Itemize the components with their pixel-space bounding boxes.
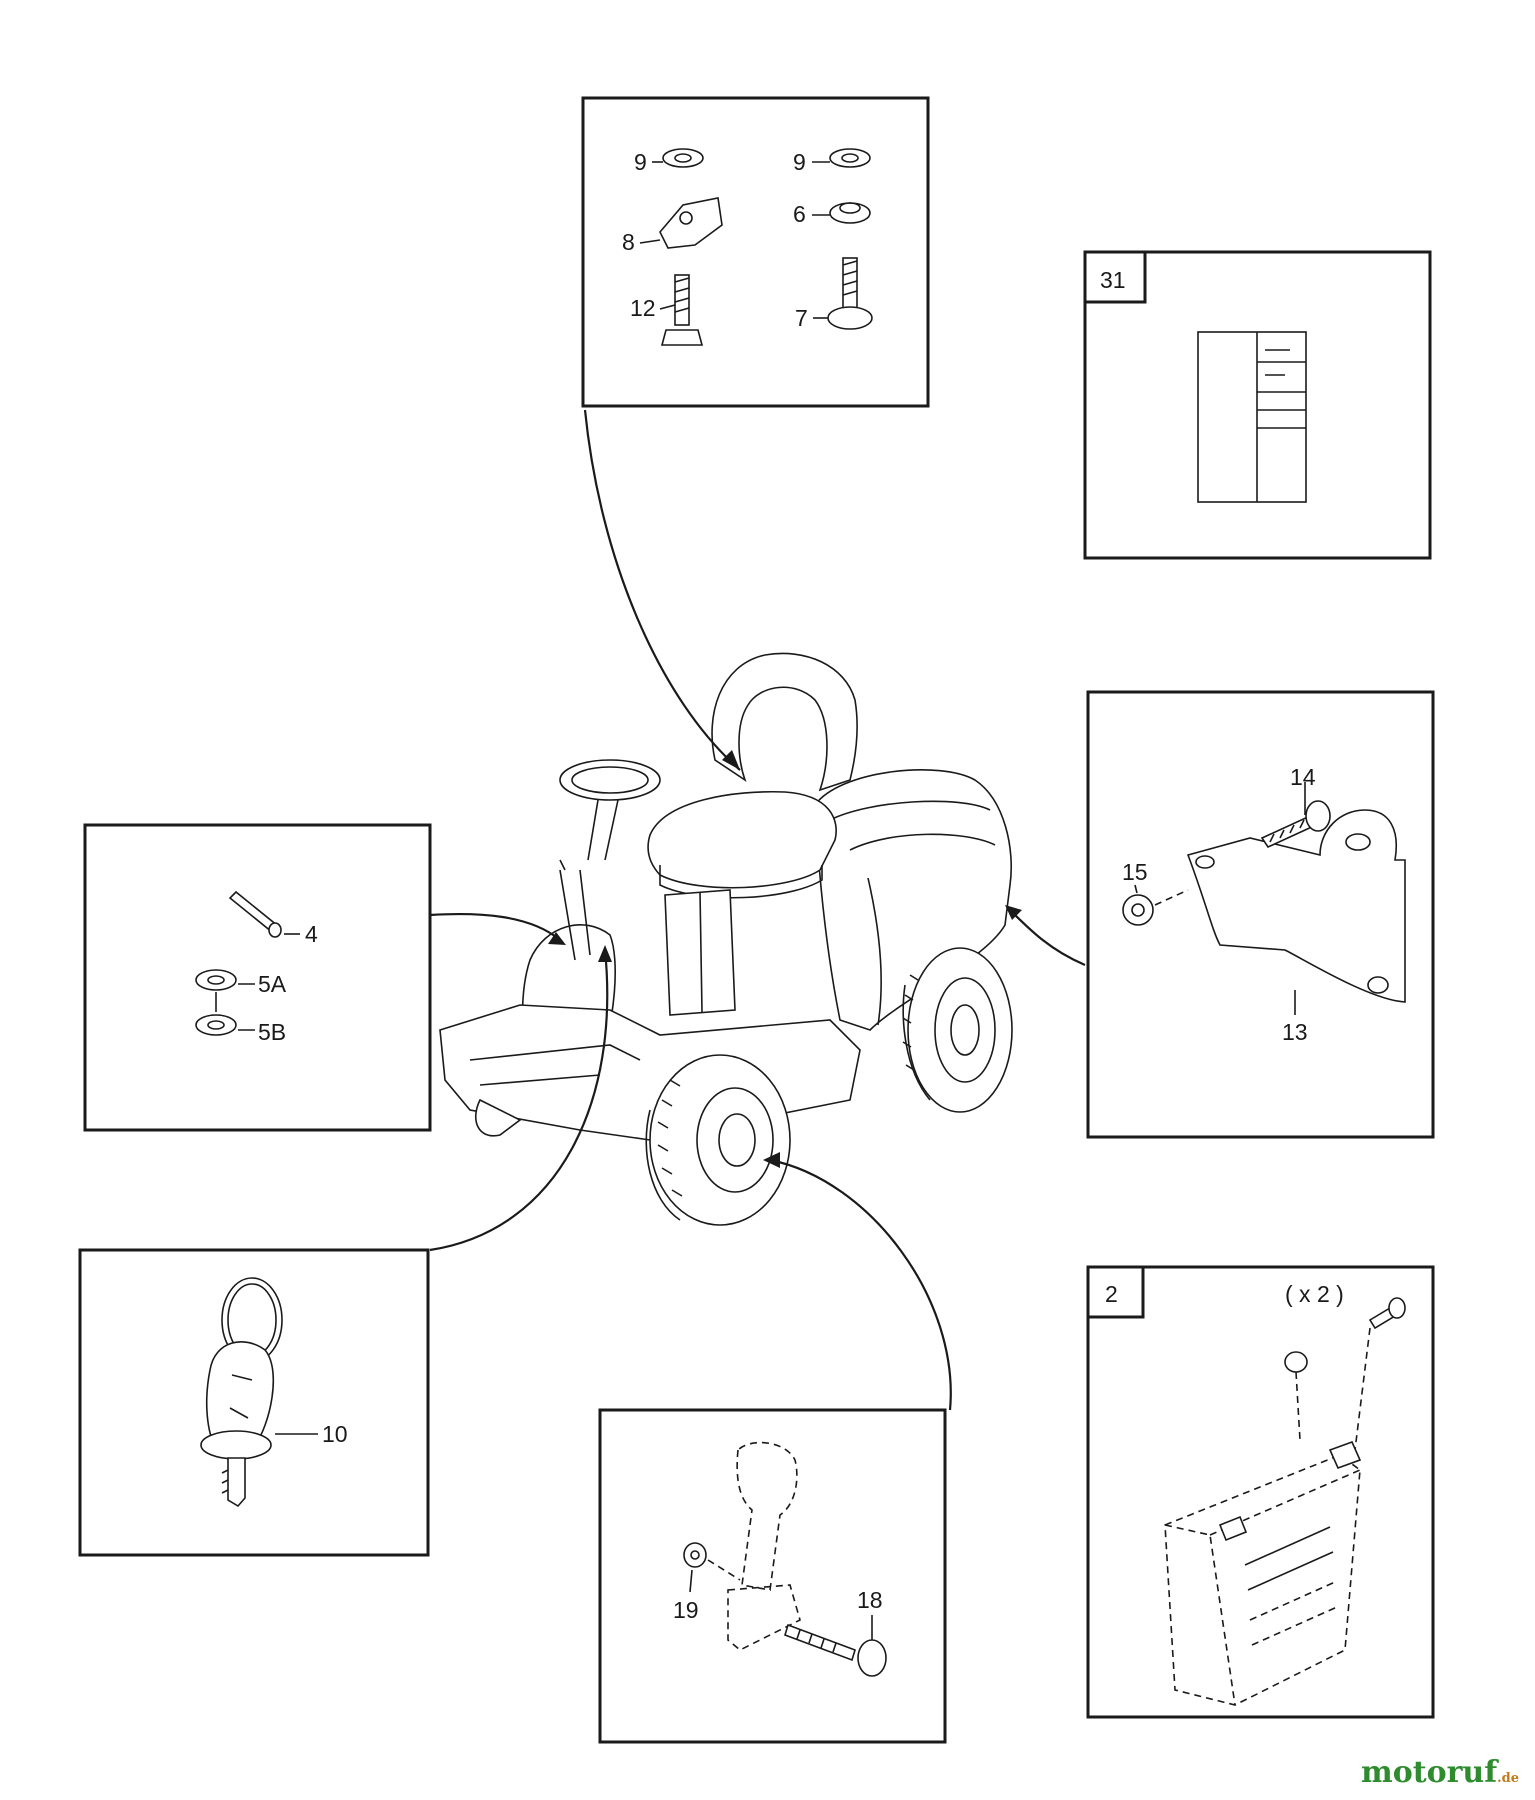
washer-5B [195,1014,237,1036]
panel-bracket: 14 15 13 [1086,690,1435,1139]
leader-keys [429,912,561,941]
battery-nut [1284,1351,1308,1373]
label-part: 15 [1122,859,1148,885]
label-part: 5B [258,1019,286,1045]
pedal-arm [736,1441,798,1591]
panel-2-battery: 2 ( x 2 ) [1086,1265,1435,1719]
label-part: 12 [630,295,656,321]
arrowhead-pedal [763,1152,780,1168]
panel-fasteners-frame [581,96,930,408]
panel-31-number: 31 [1100,267,1126,293]
leader-top [583,409,741,771]
leader-key [429,949,609,1252]
panel-2-number: 2 [1105,1281,1118,1307]
washer-9-left [662,148,704,168]
leader-pedal [769,1158,952,1411]
label-part: 10 [322,1421,348,1447]
watermark-domain: .de [1497,1771,1519,1786]
bracket-13 [1186,809,1406,1003]
panel-fasteners: 9 8 12 9 6 7 [581,96,930,408]
label-part: 9 [793,149,806,175]
manual-icon [1197,331,1307,503]
washer-9-right [829,148,871,168]
leader-bracket [1009,909,1086,967]
panel-pin-frame [83,823,432,1132]
panel-31-tag [1083,250,1147,304]
arrowhead-bracket [1005,905,1022,920]
label-part: 9 [634,149,647,175]
panel-31-manual: 31 [1083,250,1432,560]
arrowhead-keys [548,932,566,945]
label-part: 13 [1282,1019,1308,1045]
panel-2-frame [1086,1265,1435,1719]
bolt-18 [784,1623,856,1662]
label-part: 19 [673,1597,699,1623]
battery-body [1164,1454,1361,1706]
label-part: 18 [857,1587,883,1613]
panel-key: 10 [78,1248,430,1557]
labels-top: 9 8 12 9 6 7 [622,149,830,331]
watermark-logo: motoruf.de [1361,1755,1519,1790]
label-part: 14 [1290,764,1316,790]
panel-pedal: 18 19 [598,1408,947,1744]
nut-15 [1122,894,1154,926]
label-part: 6 [793,201,806,227]
key-10 [205,1341,275,1449]
panel-pin-washers: 4 5A 5B [83,823,432,1132]
clip-8 [659,197,723,249]
leader-lines [429,409,1086,1411]
ride-on-mower-illustration [439,652,1013,1226]
watermark-brand: motoruf [1360,1755,1498,1790]
nut-19 [683,1542,707,1568]
quantity-label: ( x 2 ) [1285,1281,1344,1307]
label-part: 7 [795,305,808,331]
arrowhead-top [722,750,740,770]
label-part: 8 [622,229,635,255]
panel-2-tag [1086,1265,1145,1319]
label-part: 4 [305,921,318,947]
arrowhead-key [598,945,612,962]
label-part: 5A [258,971,287,997]
washer-5A [195,969,237,991]
